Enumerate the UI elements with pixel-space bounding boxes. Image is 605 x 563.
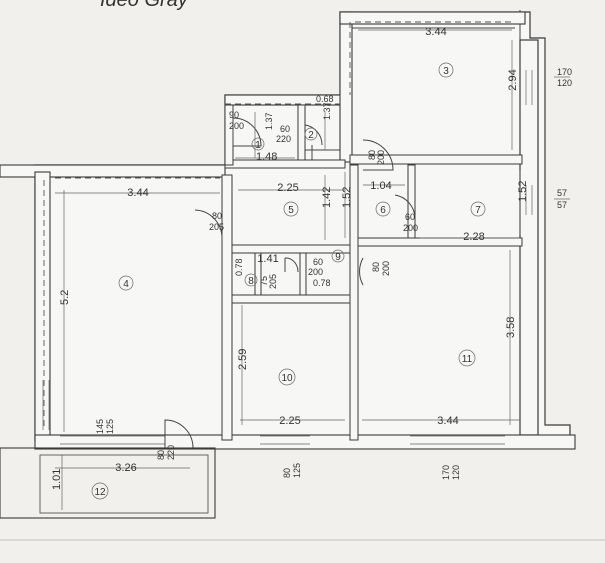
svg-text:10: 10 [281,373,293,384]
svg-text:5: 5 [288,205,294,216]
room-label-2: 2 [304,127,318,141]
handwritten-header: Ideo Gray [100,0,189,11]
dim-door6-2: 200 [376,150,386,165]
svg-text:11: 11 [462,354,473,365]
insulation-hatch [43,21,515,430]
windows [42,70,533,445]
dim-door1-2: 200 [229,121,244,131]
room-label-4: 4 [118,275,134,291]
dim-room11-width: 3.44 [437,415,458,427]
svg-text:4: 4 [123,279,129,290]
dim-room3-height: 2.94 [507,69,519,90]
dim-room1-w: 1.48 [256,151,277,163]
dim-window-tr-2: 120 [557,78,572,88]
dim-room12-width: 3.26 [115,462,136,474]
dim-room8-w: 1.41 [257,253,278,265]
room-label-5: 5 [283,201,299,217]
dim-door4-1: 80 [212,211,222,221]
room-label-8: 8 [244,273,258,287]
dim-hall-v: 1.42 [321,187,333,208]
svg-text:1: 1 [255,140,261,151]
dim-window-balcony-1: 145 [95,419,105,434]
dim-door8-1: 75 [259,276,269,286]
dim-window-br-2: 120 [451,465,461,480]
dim-room9-w: 0.78 [313,278,331,288]
room-label-7: 7 [470,201,486,217]
room-label-12: 12 [91,482,109,500]
svg-text:2: 2 [308,130,314,141]
svg-text:12: 12 [94,487,106,498]
dim-room3-width: 3.44 [425,26,446,38]
dim-door12-1: 80 [156,450,166,460]
dim-window-bm-1: 80 [282,468,292,478]
room-label-3: 3 [438,62,454,78]
room-label-11: 11 [458,349,476,367]
room-label-6: 6 [375,201,391,217]
dim-room7-w: 2.28 [463,231,484,243]
dim-door9-1: 60 [313,257,323,267]
dim-room4-width: 3.44 [127,187,148,199]
dim-door9-2: 200 [308,267,323,277]
dim-room2-v: 1.37 [322,102,332,120]
dim-room1-v: 1.37 [264,112,274,130]
dim-hall-w: 2.25 [277,182,298,194]
dim-door12-2: 220 [166,445,176,460]
dim-door7-2: 200 [403,223,418,233]
dim-door1-1: 90 [229,110,239,120]
room-label-9: 9 [331,249,345,263]
dim-window-right-1: 57 [557,188,567,198]
dim-room4-height: 5.2 [59,290,71,305]
room-label-1: 1 [251,137,265,151]
dim-room7-v: 1.52 [517,181,529,202]
svg-text:6: 6 [380,205,386,216]
dim-room12-v: 1.01 [51,469,63,490]
dim-window-tr-1: 170 [557,67,572,77]
dim-door6-1: 80 [367,150,377,160]
dim-window-balcony-2: 125 [105,419,115,434]
dim-room10-width: 2.25 [279,415,300,427]
dim-room2-w: 0.68 [316,94,334,104]
dim-room10-height: 2.59 [237,349,249,370]
dim-room11-height: 3.58 [505,317,517,338]
door-swings [164,117,416,449]
dimension-lines [55,29,521,510]
dimension-labels: 3.44 2.94 170 120 90 200 1.37 60 220 0.6… [51,26,572,490]
svg-text:3: 3 [443,66,449,77]
svg-text:8: 8 [248,276,254,287]
room-label-10: 10 [278,368,296,386]
svg-text:7: 7 [475,205,481,216]
svg-text:9: 9 [335,252,341,263]
dim-door2-2: 220 [276,134,291,144]
dim-door11-1: 80 [371,262,381,272]
dim-room8-v: 0.78 [234,258,244,276]
dim-window-right-2: 57 [557,200,567,210]
dim-door2-1: 60 [280,124,290,134]
dim-door8-2: 205 [268,274,278,289]
dim-window-br-1: 170 [441,465,451,480]
dim-room6-w: 1.04 [370,180,391,192]
dim-door11-2: 200 [381,261,391,276]
dim-room6-v: 1.52 [341,187,353,208]
dim-door4-2: 205 [209,222,224,232]
room-numbers: 1 2 3 4 5 6 7 8 9 10 11 12 [91,62,486,500]
dim-door7-1: 60 [405,212,415,222]
dim-window-bm-2: 125 [292,463,302,478]
interior-walls [0,104,523,519]
